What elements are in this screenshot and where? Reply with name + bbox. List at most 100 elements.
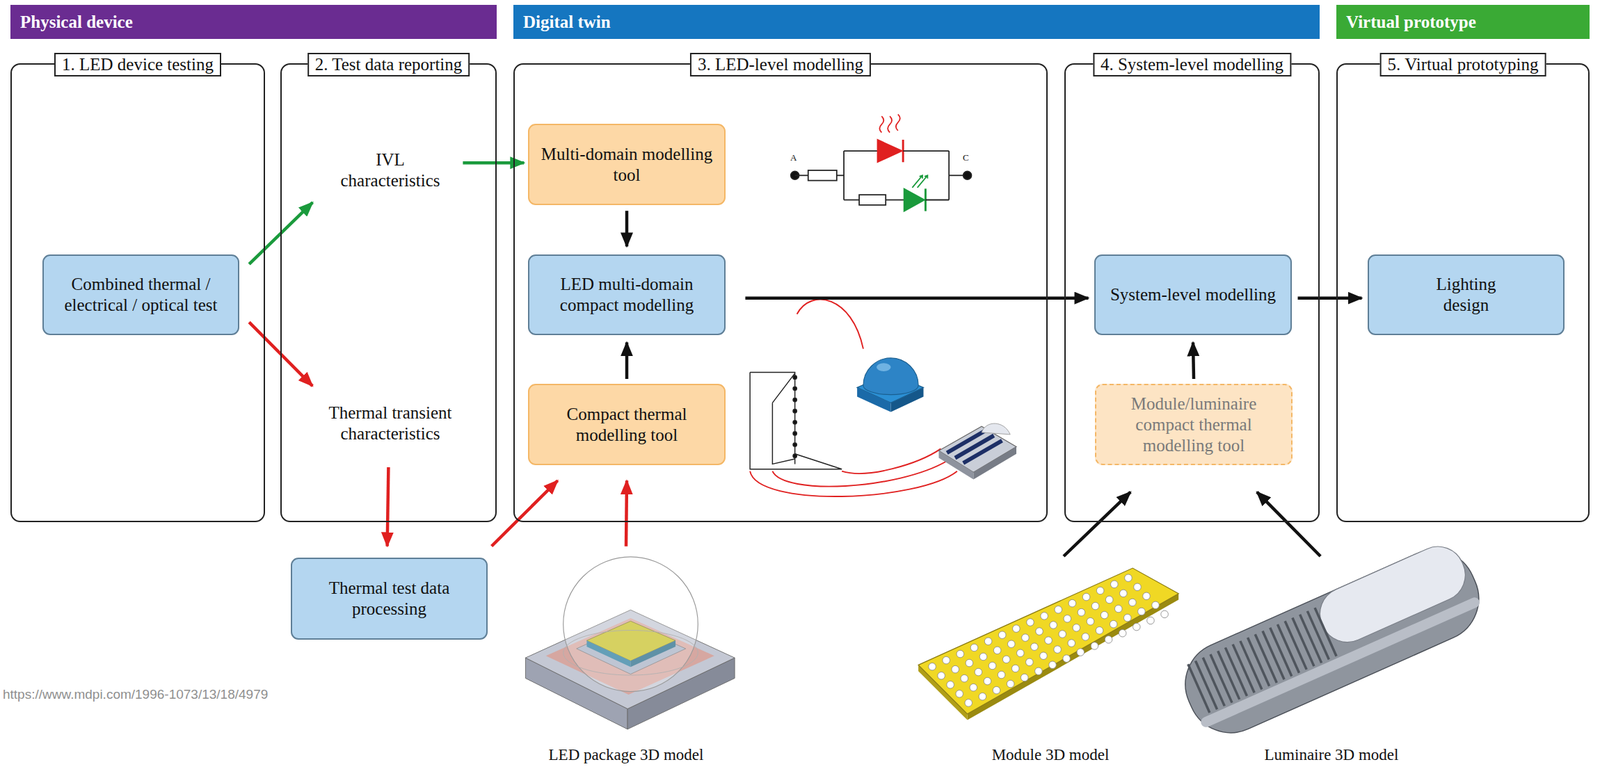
resistor-symbol — [808, 170, 837, 181]
led-dot — [1110, 580, 1119, 589]
led-circuit — [790, 114, 972, 211]
data-label-node: IVL characteristics — [327, 149, 453, 192]
wire — [795, 174, 809, 176]
tool-box-dashed: Module/luminaire compact thermal modelli… — [1094, 384, 1293, 466]
node-text: Thermal test data processing — [316, 578, 463, 620]
led-dot — [1054, 605, 1063, 614]
leader-lines — [749, 299, 958, 497]
fin — [1307, 611, 1329, 661]
fin — [1240, 641, 1262, 691]
panel-heading: 4. System-level modelling — [1092, 52, 1292, 77]
network-lines — [749, 372, 842, 469]
led-dot — [965, 659, 974, 668]
led-dot — [1063, 615, 1072, 624]
led-dot — [993, 646, 1002, 655]
wire — [925, 199, 949, 202]
led-dot — [1120, 589, 1128, 598]
fin — [1248, 637, 1270, 687]
dome-highlight — [876, 363, 892, 372]
resistor-symbol — [859, 194, 886, 206]
led-dot — [1068, 599, 1077, 608]
node-text: Compact thermal modelling tool — [536, 404, 718, 446]
process-box: Combined thermal / electrical / optical … — [42, 254, 240, 336]
thermal-network — [749, 372, 842, 469]
led-dot — [1058, 630, 1067, 639]
led-dot — [1053, 646, 1062, 654]
led-dot — [1017, 649, 1025, 658]
node-text: Virtual prototype — [1346, 12, 1477, 32]
fin — [1284, 621, 1307, 670]
led-dot — [1012, 625, 1021, 634]
flow-arrow — [745, 296, 1088, 300]
terminal-dot — [963, 171, 972, 180]
led-dot — [988, 662, 997, 670]
led-array — [928, 574, 1169, 707]
wire — [843, 150, 878, 152]
heat-symbol — [879, 114, 900, 133]
led-dot — [1062, 655, 1071, 663]
led-dot — [1104, 636, 1113, 645]
led-dot — [937, 672, 946, 680]
fin — [1292, 617, 1315, 667]
model-figure: LED package 3D model — [514, 553, 738, 766]
section-band: Virtual prototype — [1336, 4, 1590, 39]
led-dot — [1026, 619, 1035, 627]
fin — [1270, 628, 1292, 677]
diode-symbol — [877, 139, 902, 163]
led-dot — [928, 662, 937, 671]
wire — [885, 199, 904, 202]
fin — [1254, 634, 1277, 684]
led-dot — [1026, 658, 1034, 667]
led-dot — [970, 644, 979, 652]
fin — [1300, 614, 1322, 664]
led-dot — [1072, 624, 1081, 633]
led-dot — [1138, 608, 1146, 616]
node-text: Digital twin — [523, 12, 611, 32]
led-dot — [1090, 642, 1099, 651]
node-text: IVL characteristics — [327, 149, 453, 192]
process-box: Thermal test data processing — [290, 557, 488, 640]
led-dot — [1100, 611, 1109, 620]
pin-label: C — [962, 152, 970, 164]
chip-strip — [938, 423, 1016, 480]
led-dot — [1129, 598, 1137, 607]
flow-arrow — [491, 480, 558, 547]
ladder-dots — [793, 375, 797, 458]
fin — [1195, 660, 1218, 710]
fin — [1225, 647, 1247, 697]
led-dot — [1030, 643, 1039, 652]
ladder-dot — [793, 386, 797, 391]
led-dot — [951, 665, 960, 674]
led-dot — [979, 653, 988, 661]
fin — [1277, 624, 1299, 674]
led-dot — [1082, 593, 1091, 602]
led-dot — [984, 637, 992, 646]
node-text: Combined thermal / electrical / optical … — [50, 274, 231, 316]
flow-arrow — [1298, 296, 1363, 300]
led-dot — [1161, 610, 1169, 619]
led-dot — [1040, 652, 1048, 661]
fin — [1262, 631, 1285, 681]
dome-rim — [563, 630, 699, 677]
led-dot — [1067, 640, 1076, 648]
flow-arrow — [1063, 492, 1131, 557]
led-dot — [1142, 592, 1151, 601]
flow-arrow — [387, 467, 389, 547]
luminaire-3d — [1171, 537, 1493, 748]
data-label-node: Thermal transient characteristics — [299, 399, 481, 448]
wire — [836, 174, 844, 176]
fin — [1218, 651, 1240, 700]
stage-panel: 3. LED-level modellingMulti-domain model… — [513, 63, 1048, 523]
node-text: LED multi-domain compact modelling — [536, 274, 718, 316]
led-dot — [1114, 605, 1123, 613]
node-text: Physical device — [20, 12, 133, 32]
led-dot — [1011, 665, 1020, 673]
led-dot — [1035, 628, 1044, 636]
led-dot — [978, 693, 987, 702]
ladder-dot — [793, 443, 797, 447]
stage-panel: 4. System-level modellingSystem-level mo… — [1064, 63, 1320, 523]
led-dot — [1133, 623, 1141, 631]
fin — [1210, 654, 1232, 704]
